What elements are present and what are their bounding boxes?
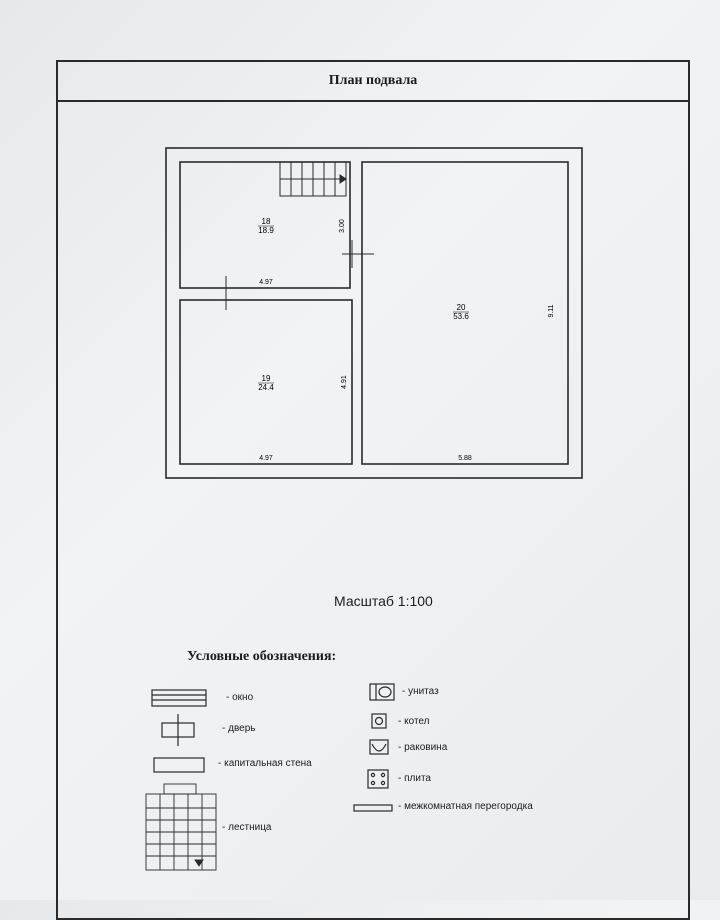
outer-wall (165, 147, 583, 479)
dim-room19-height: 4.91 (341, 375, 348, 389)
stairs-symbol (279, 161, 347, 197)
sink-symbol (369, 739, 389, 755)
door-between-18-20 (342, 240, 374, 268)
window-symbol (151, 689, 207, 707)
room-19-number: 19 (262, 374, 271, 383)
plan-title: План подвала (58, 62, 688, 102)
legend-wall-label: - капитальная стена (218, 758, 312, 769)
boiler-symbol (371, 713, 387, 729)
room-18-area: 18.9 (258, 226, 274, 235)
door-symbol (161, 714, 195, 746)
room-18-number: 18 (262, 217, 271, 226)
toilet-symbol (369, 683, 395, 701)
room-18-outline (179, 161, 351, 289)
wall-symbol (153, 757, 205, 773)
room-20-number: 20 (457, 303, 466, 312)
legend-title: Условные обозначения: (187, 649, 337, 664)
room-20-area: 53.6 (453, 312, 469, 321)
legend-door-label: - дверь (222, 723, 256, 734)
legend-partition-label: - межкомнатная перегородка (398, 801, 533, 812)
room-19-area: 24.4 (258, 383, 274, 392)
legend-toilet-label: - унитаз (402, 686, 439, 697)
stove-symbol (367, 769, 389, 789)
door-between-18-19 (208, 276, 244, 310)
dim-room20-height: 9.11 (548, 304, 555, 317)
dim-room18-height: 3.00 (339, 219, 346, 233)
partition-symbol (353, 804, 393, 812)
legend-sink-label: - раковина (398, 742, 448, 753)
document-sheet: План подвала (56, 60, 690, 920)
legend-boiler-label: - котел (398, 716, 430, 727)
dim-room18-width: 4.97 (259, 279, 273, 286)
scale-label: Масштаб 1:100 (334, 593, 433, 609)
room-19-outline (179, 299, 353, 465)
legend-stove-label: - плита (398, 773, 431, 784)
room-20-outline (361, 161, 569, 465)
legend-window-label: - окно (226, 692, 254, 703)
floor-plan: 18 18.9 19 24.4 20 53.6 4.97 3.00 4.97 4… (145, 147, 583, 871)
dim-room20-width: 5.88 (458, 455, 472, 462)
dim-room19-width: 4.97 (259, 455, 273, 462)
legend-stairs-label: - лестница (222, 822, 272, 833)
stairs-legend-symbol (145, 783, 217, 871)
